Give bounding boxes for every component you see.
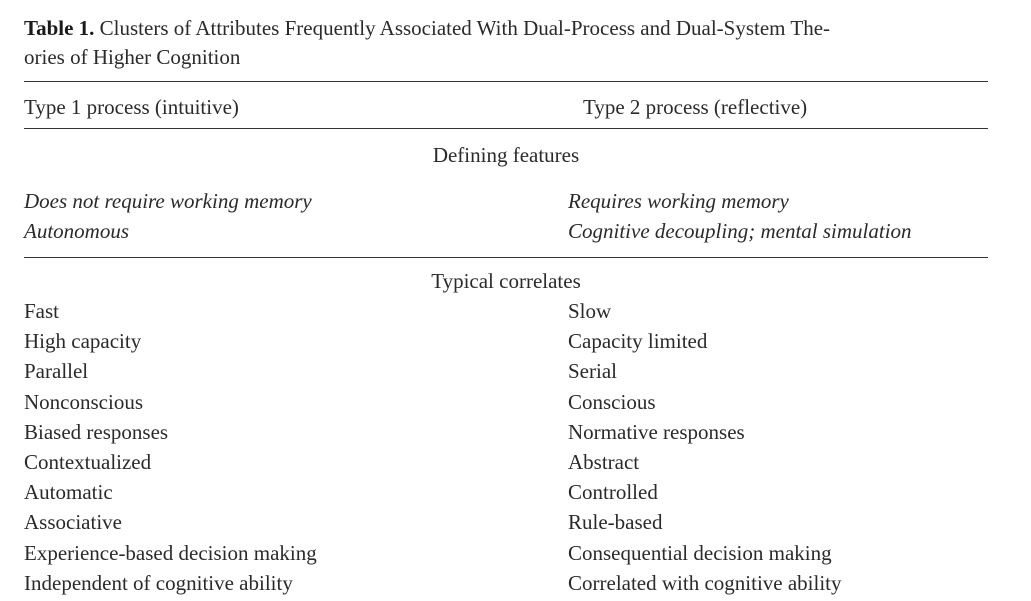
- correlate-type-2-cell: Normative responses: [568, 420, 745, 444]
- top-rule: [24, 81, 988, 82]
- correlate-type-1-cell: Contextualized: [24, 450, 152, 474]
- defining-type-2-cell: Cognitive decoupling; mental simulation: [568, 219, 912, 243]
- correlate-type-2-cell: Correlated with cognitive ability: [568, 571, 842, 595]
- header-rule: [24, 128, 988, 129]
- correlate-type-2-cell: Conscious: [568, 390, 656, 414]
- defining-type-2-cell: Requires working memory: [568, 189, 789, 213]
- header-type-2: Type 2 process (reflective): [583, 95, 808, 119]
- correlate-type-1-cell: High capacity: [24, 329, 142, 353]
- header-type-1: Type 1 process (intuitive): [24, 95, 239, 119]
- section-title-typical-correlates: Typical correlates: [431, 269, 581, 293]
- correlate-type-2-cell: Serial: [568, 359, 617, 383]
- correlate-type-2-cell: Abstract: [568, 450, 640, 474]
- correlate-type-1-cell: Biased responses: [24, 420, 169, 444]
- correlate-type-1-cell: Parallel: [24, 359, 89, 383]
- correlate-type-1-cell: Experience-based decision making: [24, 541, 317, 565]
- table-caption: Table 1. Clusters of Attributes Frequent…: [24, 14, 989, 72]
- defining-type-1-cell: Autonomous: [24, 219, 129, 243]
- correlate-type-2-cell: Consequential decision making: [568, 541, 832, 565]
- table-caption-line-2: ories of Higher Cognition: [24, 45, 241, 69]
- correlate-type-2-cell: Rule-based: [568, 510, 663, 534]
- correlate-type-1-cell: Fast: [24, 299, 60, 323]
- section-rule: [24, 257, 988, 258]
- correlate-type-1-cell: Associative: [24, 510, 122, 534]
- correlate-type-2-cell: Slow: [568, 299, 612, 323]
- table-caption-line-1: Clusters of Attributes Frequently Associ…: [99, 16, 831, 40]
- table-caption-label: Table 1.: [24, 16, 95, 40]
- correlate-type-1-cell: Automatic: [24, 480, 113, 504]
- correlate-type-1-cell: Nonconscious: [24, 390, 143, 414]
- correlate-type-2-cell: Capacity limited: [568, 329, 708, 353]
- defining-type-1-cell: Does not require working memory: [24, 189, 312, 213]
- correlate-type-2-cell: Controlled: [568, 480, 658, 504]
- correlate-type-1-cell: Independent of cognitive ability: [24, 571, 293, 595]
- section-title-defining-features: Defining features: [432, 143, 580, 167]
